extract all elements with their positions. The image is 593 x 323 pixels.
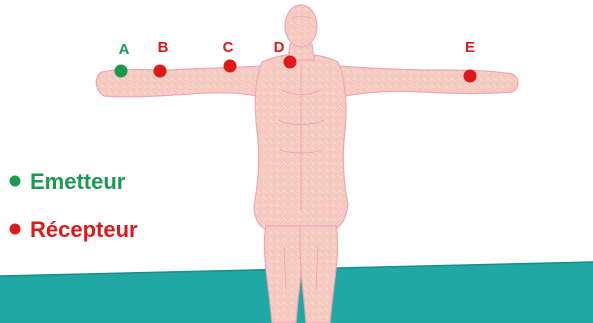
sensor-dot-a xyxy=(115,65,128,78)
legend-emitter-label: Emetteur xyxy=(30,169,126,194)
sensor-label-d: D xyxy=(274,39,285,56)
legend: Emetteur Récepteur xyxy=(10,169,139,242)
sensor-dot-e xyxy=(464,70,477,83)
head xyxy=(285,5,317,47)
legend-receiver-label: Récepteur xyxy=(30,217,138,242)
sensor-label-b: B xyxy=(158,39,169,56)
sensor-label-c: C xyxy=(223,39,234,56)
sensor-dot-b xyxy=(154,65,167,78)
sensor-point-b: B xyxy=(154,39,169,78)
sensor-label-e: E xyxy=(465,39,475,56)
sensor-point-a: A xyxy=(115,41,130,78)
sensor-point-e: E xyxy=(464,39,477,83)
legend-receiver-dot xyxy=(10,224,21,235)
sensor-point-c: C xyxy=(223,39,237,73)
legend-receiver: Récepteur xyxy=(10,217,139,242)
sensor-dot-d xyxy=(284,56,297,69)
right-arm xyxy=(336,66,518,98)
left-leg xyxy=(264,226,302,323)
right-leg xyxy=(300,226,338,323)
legend-emitter: Emetteur xyxy=(10,169,126,194)
sensor-dot-c xyxy=(224,60,237,73)
legend-emitter-dot xyxy=(10,176,21,187)
sensor-label-a: A xyxy=(119,41,130,58)
